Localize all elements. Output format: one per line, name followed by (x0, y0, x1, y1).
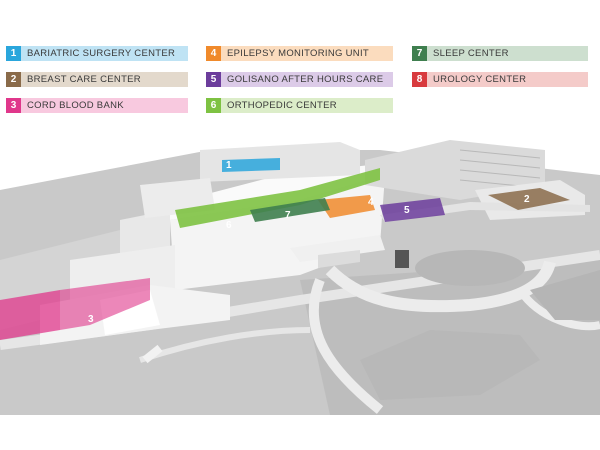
road (325, 260, 556, 313)
legend-item-golisano-after-hours-care[interactable]: 5 GOLISANO AFTER HOURS CARE (206, 72, 393, 87)
area-golisano-after-hours-care[interactable] (380, 198, 445, 222)
map-marker-6: 6 (226, 220, 232, 231)
area-bariatric-surgery-center[interactable] (222, 158, 280, 172)
legend-item-orthopedic-center[interactable]: 6 ORTHOPEDIC CENTER (206, 98, 393, 113)
campus-map: 1 2 3 4 5 6 7 (0, 125, 600, 415)
legend-number-badge: 2 (6, 72, 21, 87)
legend-number-badge: 3 (6, 98, 21, 113)
legend-item-epilepsy-monitoring-unit[interactable]: 4 EPILEPSY MONITORING UNIT (206, 46, 393, 61)
legend-label: BARIATRIC SURGERY CENTER (21, 46, 188, 61)
campus-map-svg: 1 2 3 4 5 6 7 (0, 125, 600, 415)
area-cord-blood-bank[interactable] (0, 290, 60, 340)
legend-label: UROLOGY CENTER (427, 72, 588, 87)
map-marker-3: 3 (88, 314, 94, 325)
legend-item-bariatric-surgery-center[interactable]: 1 BARIATRIC SURGERY CENTER (6, 46, 188, 61)
map-marker-5: 5 (404, 205, 410, 216)
legend-number-badge: 6 (206, 98, 221, 113)
legend-label: BREAST CARE CENTER (21, 72, 188, 87)
parking-lot (360, 330, 540, 400)
road (308, 278, 384, 414)
area-orthopedic-center[interactable] (175, 168, 380, 228)
parking-lot (415, 250, 525, 286)
legend-label: GOLISANO AFTER HOURS CARE (221, 72, 393, 87)
legend-number-badge: 5 (206, 72, 221, 87)
map-marker-2: 2 (524, 194, 530, 205)
legend-item-urology-center[interactable]: 8 UROLOGY CENTER (412, 72, 588, 87)
map-marker-7: 7 (285, 210, 291, 221)
legend-label: ORTHOPEDIC CENTER (221, 98, 393, 113)
legend-number-badge: 7 (412, 46, 427, 61)
area-sleep-center[interactable] (250, 198, 330, 222)
legend-item-breast-care-center[interactable]: 2 BREAST CARE CENTER (6, 72, 188, 87)
map-legend: 1 BARIATRIC SURGERY CENTER 2 BREAST CARE… (0, 0, 600, 130)
legend-number-badge: 1 (6, 46, 21, 61)
legend-number-badge: 4 (206, 46, 221, 61)
area-breast-care-center[interactable] (488, 188, 570, 210)
legend-item-sleep-center[interactable]: 7 SLEEP CENTER (412, 46, 588, 61)
parking-garage (365, 140, 545, 200)
legend-number-badge: 8 (412, 72, 427, 87)
legend-item-cord-blood-bank[interactable]: 3 CORD BLOOD BANK (6, 98, 188, 113)
area-epilepsy-monitoring-unit[interactable] (318, 195, 375, 218)
legend-label: EPILEPSY MONITORING UNIT (221, 46, 393, 61)
entrance-canopy (395, 250, 409, 268)
map-marker-1: 1 (226, 160, 232, 171)
map-marker-4: 4 (368, 197, 374, 208)
legend-label: SLEEP CENTER (427, 46, 588, 61)
legend-label: CORD BLOOD BANK (21, 98, 188, 113)
